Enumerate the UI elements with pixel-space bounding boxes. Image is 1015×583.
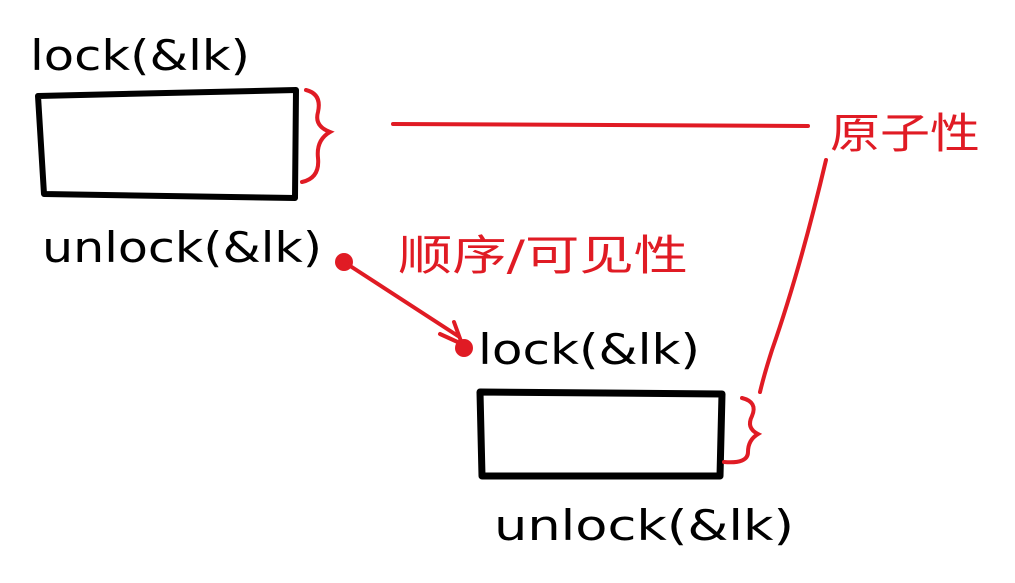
critical-section-box-b bbox=[476, 388, 726, 480]
atomicity-connector-top bbox=[391, 122, 810, 128]
happens-before-arrow bbox=[342, 260, 460, 338]
atomicity-label: 原子性 bbox=[830, 109, 980, 158]
lock-label-a: lock(&lk) bbox=[30, 31, 250, 80]
critical-section-box-a bbox=[35, 87, 299, 201]
lock-label-b: lock(&lk) bbox=[478, 325, 700, 374]
atomicity-connector-right bbox=[758, 158, 828, 394]
arrow-end-dot bbox=[455, 339, 473, 357]
order-visibility-label: 顺序/可见性 bbox=[398, 231, 688, 280]
brace-b bbox=[722, 396, 763, 465]
unlock-label-b: unlock(&lk) bbox=[494, 501, 794, 550]
brace-a bbox=[300, 88, 335, 184]
unlock-label-a: unlock(&lk) bbox=[42, 223, 322, 272]
